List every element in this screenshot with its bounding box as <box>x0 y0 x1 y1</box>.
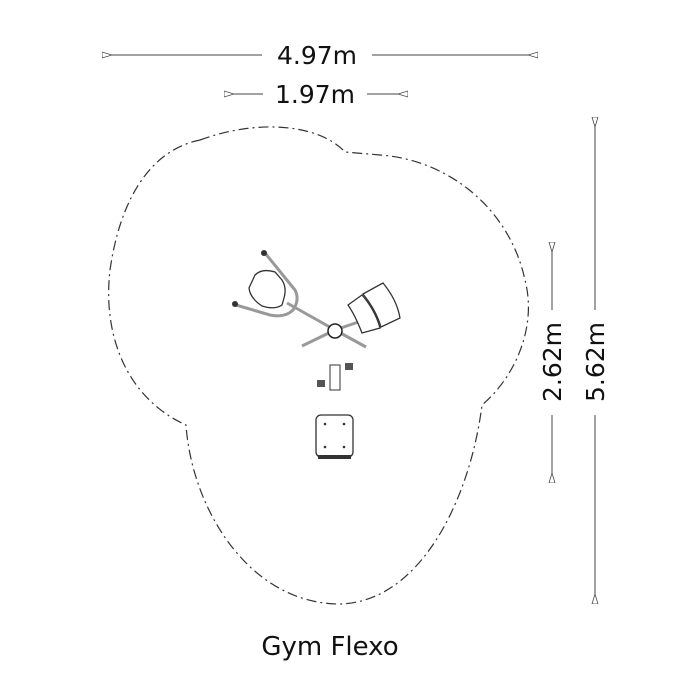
equipment-width-label: 1.97m <box>275 80 355 109</box>
equipment-depth-label: 2.62m <box>538 322 567 402</box>
product-title: Gym Flexo <box>261 632 398 662</box>
dimension-equipment-width: 1.97m <box>234 80 398 109</box>
dimension-equipment-depth: 2.62m <box>538 252 567 473</box>
safety-zone-outline <box>108 126 529 605</box>
overall-width-label: 4.97m <box>277 41 357 70</box>
dimension-overall-width: 4.97m <box>112 41 528 70</box>
dimension-overall-depth: 5.62m <box>581 127 610 594</box>
overall-depth-label: 5.62m <box>581 322 610 402</box>
gym-equipment-plan <box>232 250 401 480</box>
